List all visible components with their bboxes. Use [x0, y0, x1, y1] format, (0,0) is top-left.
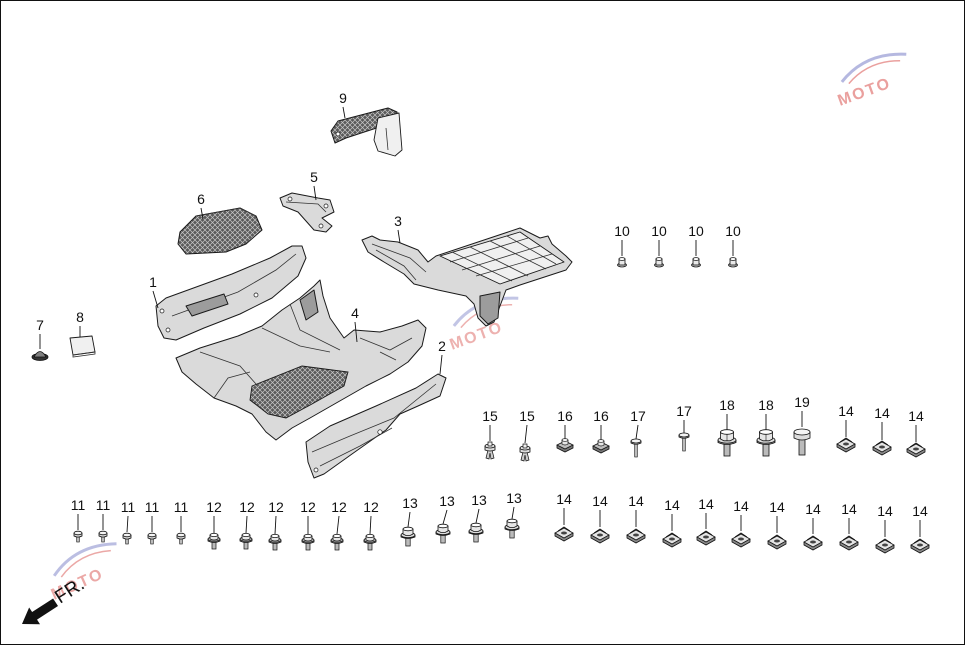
- leader-line: [511, 506, 515, 520]
- callout-11: 11: [71, 497, 86, 513]
- callout-13: 13: [402, 495, 418, 511]
- callout-16: 16: [557, 408, 573, 424]
- callout-6: 6: [197, 191, 205, 207]
- callout-19: 19: [794, 394, 810, 410]
- callout-14: 14: [908, 408, 924, 424]
- leader-line: [397, 229, 401, 244]
- leader-line: [313, 185, 317, 201]
- callout-14: 14: [628, 493, 644, 509]
- leader-line: [200, 207, 204, 220]
- leader-line: [369, 515, 372, 535]
- callout-13: 13: [471, 492, 487, 508]
- callout-1: 1: [149, 274, 157, 290]
- callout-11: 11: [174, 499, 189, 515]
- callout-17: 17: [676, 403, 692, 419]
- part-6-floor-mat: [177, 207, 263, 255]
- callout-14: 14: [698, 496, 714, 512]
- part-4-main-floor: [175, 279, 427, 441]
- callout-12: 12: [239, 499, 255, 515]
- callout-14: 14: [769, 499, 785, 515]
- callout-14: 14: [841, 501, 857, 517]
- callout-10: 10: [725, 223, 741, 239]
- leader-line: [342, 106, 346, 119]
- leader-line: [152, 290, 159, 309]
- callout-14: 14: [874, 405, 890, 421]
- callout-12: 12: [331, 499, 347, 515]
- leader-line: [354, 321, 358, 343]
- watermark-swoosh: [52, 542, 117, 577]
- part-3-floor-frame: [361, 227, 573, 327]
- callout-8: 8: [76, 309, 84, 325]
- callout-17: 17: [630, 408, 646, 424]
- part-2-right-floor-panel: [305, 373, 447, 479]
- callout-18: 18: [719, 397, 735, 413]
- callout-13: 13: [506, 490, 522, 506]
- front-arrow-icon: [22, 598, 58, 625]
- callout-11: 11: [96, 497, 111, 513]
- callout-2: 2: [438, 338, 446, 354]
- callout-16: 16: [593, 408, 609, 424]
- leader-line: [475, 508, 480, 524]
- callout-5: 5: [310, 169, 318, 185]
- callout-14: 14: [556, 491, 572, 507]
- watermark-swoosh: [840, 52, 907, 83]
- fastener-10: [691, 257, 701, 268]
- part-9-step-bracket: [330, 107, 403, 157]
- callout-12: 12: [300, 499, 316, 515]
- callout-13: 13: [439, 493, 455, 509]
- part-8-pad: [69, 335, 96, 358]
- callout-14: 14: [592, 493, 608, 509]
- callout-7: 7: [36, 317, 44, 333]
- callout-11: 11: [121, 499, 136, 515]
- callout-14: 14: [805, 501, 821, 517]
- part-1-left-floor-panel: [155, 245, 307, 341]
- part-5-bracket: [279, 192, 335, 233]
- callout-14: 14: [733, 498, 749, 514]
- callout-18: 18: [758, 397, 774, 413]
- leader-line: [439, 354, 443, 375]
- leader-line: [635, 424, 639, 440]
- callout-12: 12: [363, 499, 379, 515]
- callout-3: 3: [394, 213, 402, 229]
- part-7-grommet: [31, 351, 49, 361]
- callout-14: 14: [664, 497, 680, 513]
- callout-11: 11: [145, 499, 160, 515]
- leader-line: [274, 515, 277, 535]
- watermark-swoosh: [848, 59, 901, 85]
- callout-9: 9: [339, 90, 347, 106]
- callout-14: 14: [912, 503, 928, 519]
- callout-4: 4: [351, 305, 359, 321]
- callout-12: 12: [268, 499, 284, 515]
- callout-14: 14: [838, 403, 854, 419]
- callout-10: 10: [614, 223, 630, 239]
- leader-line: [245, 515, 248, 534]
- watermark-swoosh: [60, 549, 111, 578]
- callout-15: 15: [519, 408, 535, 424]
- leader-line: [407, 511, 411, 528]
- callout-10: 10: [651, 223, 667, 239]
- callout-10: 10: [688, 223, 704, 239]
- callout-15: 15: [482, 408, 498, 424]
- leader-line: [336, 515, 340, 535]
- leader-line: [524, 424, 528, 444]
- fastener-10: [654, 257, 664, 268]
- callout-12: 12: [206, 499, 222, 515]
- fastener-10: [728, 257, 738, 268]
- fastener-10: [617, 257, 627, 268]
- leader-line: [126, 515, 129, 533]
- callout-14: 14: [877, 503, 893, 519]
- leader-line: [442, 509, 448, 525]
